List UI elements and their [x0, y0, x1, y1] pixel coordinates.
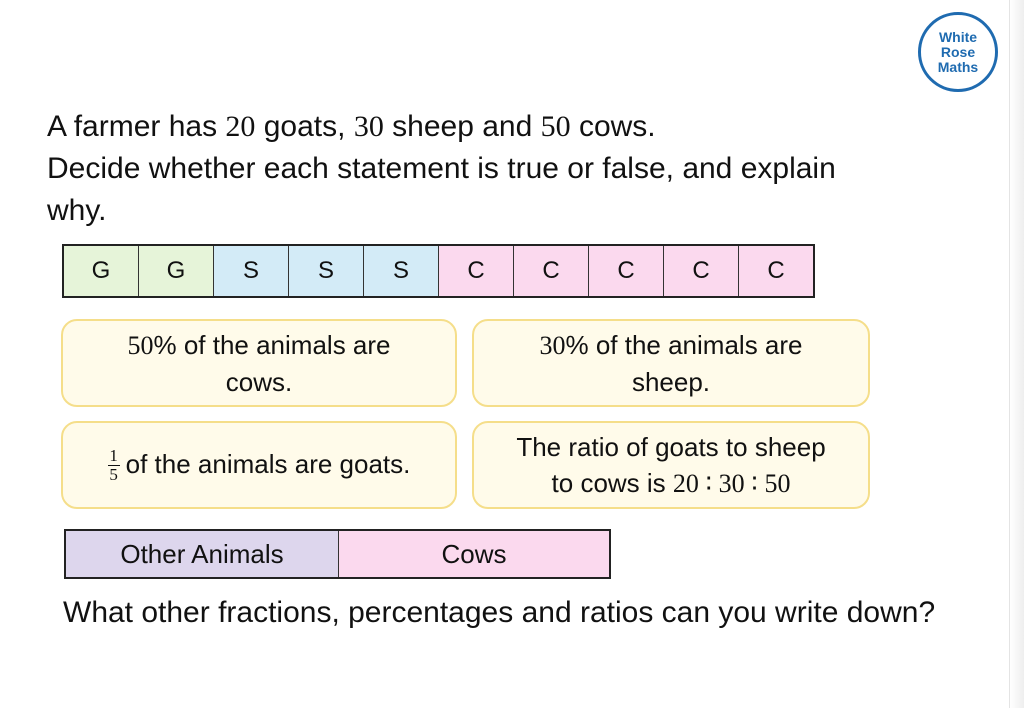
statement-number: 30: [539, 330, 566, 360]
statement-card-goats-fraction: 1 5 of the animals are goats.: [61, 421, 457, 509]
question-part: A farmer has: [47, 110, 226, 143]
statement-text: % of the animals are cows.: [153, 329, 391, 397]
bar-cell-cow: C: [589, 246, 664, 296]
question-instruction: Decide whether each statement is true or…: [47, 152, 836, 227]
statement-text: of the animals are goats.: [125, 448, 411, 479]
ratio-value: 20 ∶ 30 ∶ 50: [672, 468, 791, 498]
logo-line-2: Rose: [940, 43, 976, 60]
slide-edge: [1009, 0, 1024, 708]
bar-cows: Cows: [339, 531, 609, 577]
statement-text: % of the animals are sheep.: [565, 329, 803, 397]
other-vs-cows-bar: Other Animals Cows: [64, 529, 611, 579]
statement-text: The ratio of goats to sheep: [516, 431, 826, 462]
bar-cell-cow: C: [739, 246, 813, 296]
animal-bar-model: G G S S S C C C C C: [62, 244, 815, 298]
statement-card-sheep-percent: 30% of the animals are sheep.: [472, 319, 870, 407]
fraction-numerator: 1: [109, 446, 118, 466]
fraction-denominator: 5: [109, 465, 118, 485]
goat-count: 20: [225, 110, 256, 143]
logo-line-1: White: [938, 28, 978, 45]
question-part: sheep and: [383, 110, 541, 143]
bar-cell-cow: C: [664, 246, 739, 296]
question-part: goats,: [255, 110, 354, 143]
statement-card-ratio: The ratio of goats to sheep to cows is 2…: [472, 421, 870, 509]
bar-cell-cow: C: [514, 246, 589, 296]
fraction-bar: [107, 465, 120, 467]
bar-cell-cow: C: [439, 246, 514, 296]
followup-question: What other fractions, percentages and ra…: [63, 596, 936, 629]
bar-cell-sheep: S: [364, 246, 439, 296]
bar-cell-goat: G: [64, 246, 139, 296]
statement-card-cows-percent: 50% of the animals are cows.: [61, 319, 457, 407]
sheep-count: 30: [353, 110, 384, 143]
statement-text: to cows is: [551, 467, 673, 498]
statement-number: 50: [127, 330, 154, 360]
fraction-one-fifth: 1 5: [107, 446, 120, 485]
logo-line-3: Maths: [937, 58, 979, 75]
bar-cell-sheep: S: [289, 246, 364, 296]
white-rose-maths-logo: White Rose Maths: [918, 12, 998, 92]
bar-cell-sheep: S: [214, 246, 289, 296]
bar-other-animals: Other Animals: [66, 531, 339, 577]
cow-count: 50: [540, 110, 571, 143]
question-text: A farmer has 20 goats, 30 sheep and 50 c…: [47, 106, 867, 232]
question-part: cows.: [570, 110, 656, 143]
bar-cell-goat: G: [139, 246, 214, 296]
